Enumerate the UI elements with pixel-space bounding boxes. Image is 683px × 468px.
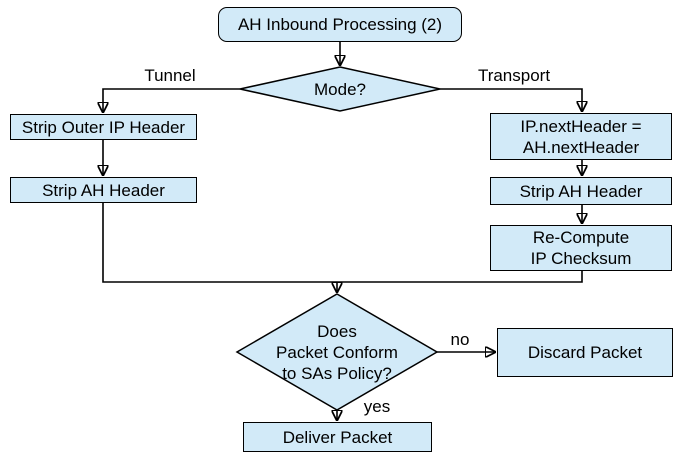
edge-label-tunnel: Tunnel bbox=[144, 66, 196, 85]
connector-mode-tunnel bbox=[103, 88, 240, 112]
node-recompute-checksum: Re-Compute IP Checksum bbox=[490, 225, 672, 271]
node-start-label: AH Inbound Processing (2) bbox=[237, 15, 443, 34]
node-discard-packet: Discard Packet bbox=[497, 328, 673, 377]
node-start: AH Inbound Processing (2) bbox=[218, 7, 462, 42]
connector-right-merge bbox=[337, 271, 583, 283]
node-strip-ah-left-label: Strip AH Header bbox=[42, 180, 165, 200]
node-ip-nextheader: IP.nextHeader = AH.nextHeader bbox=[490, 113, 672, 160]
edge-label-transport: Transport bbox=[477, 66, 551, 85]
node-deliver-label: Deliver Packet bbox=[282, 427, 393, 447]
node-strip-ah-header-right: Strip AH Header bbox=[490, 177, 672, 205]
node-strip-ah-right-label: Strip AH Header bbox=[519, 181, 643, 201]
connector-left-merge bbox=[102, 203, 337, 283]
node-recompute-line1: Re-Compute bbox=[532, 228, 630, 247]
node-recompute-line2: IP Checksum bbox=[530, 249, 632, 268]
policy-decision-shape bbox=[235, 293, 439, 411]
node-discard-label: Discard Packet bbox=[527, 343, 643, 362]
node-ip-nextheader-line1: IP.nextHeader = bbox=[520, 116, 642, 136]
node-ip-nextheader-line2: AH.nextHeader bbox=[522, 137, 640, 157]
connectors bbox=[103, 42, 582, 420]
node-strip-outer-ip-label: Strip Outer IP Header bbox=[21, 117, 186, 137]
node-strip-outer-ip-header: Strip Outer IP Header bbox=[10, 114, 197, 140]
edge-label-yes: yes bbox=[363, 397, 391, 416]
node-strip-ah-header-left: Strip AH Header bbox=[10, 177, 197, 203]
edge-label-no: no bbox=[450, 330, 470, 349]
node-deliver-packet: Deliver Packet bbox=[243, 422, 432, 452]
connector-mode-transport bbox=[440, 88, 582, 111]
mode-decision-shape bbox=[239, 66, 441, 112]
